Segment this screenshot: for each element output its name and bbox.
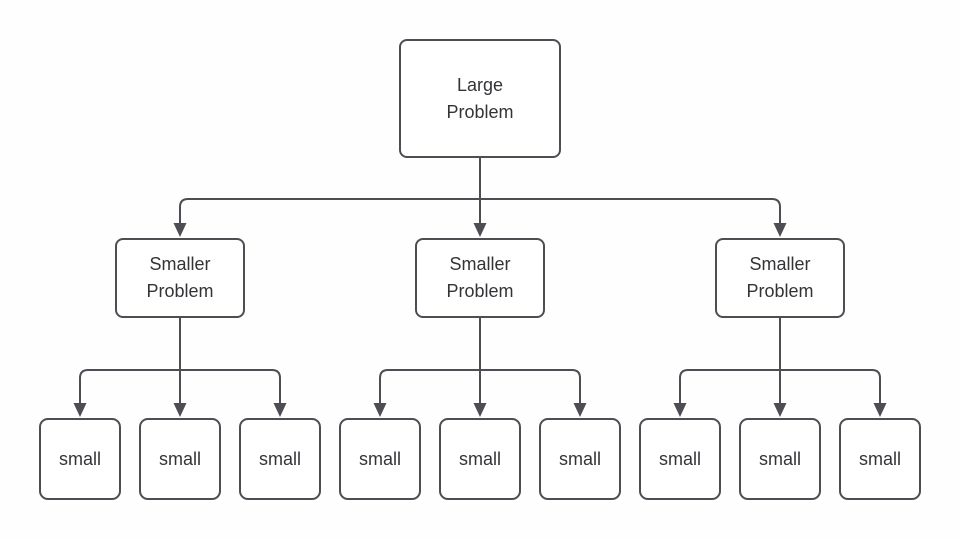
node-small-1[interactable]: small [39, 418, 121, 500]
connector-root-to-child-3 [479, 158, 781, 224]
node-small-3[interactable]: small [239, 418, 321, 500]
connector-arrowhead [573, 403, 587, 417]
connector-child-1-to-leaf-1 [79, 318, 181, 404]
node-large-problem[interactable]: Large Problem [399, 39, 561, 158]
node-smaller-problem-3[interactable]: Smaller Problem [715, 238, 845, 318]
connector-arrowhead [373, 403, 387, 417]
node-small-9[interactable]: small [839, 418, 921, 500]
connector-arrowhead [473, 403, 487, 417]
connector-arrowhead [73, 403, 87, 417]
node-label: Large Problem [446, 74, 514, 122]
node-label: small [858, 448, 901, 469]
node-label: small [58, 448, 101, 469]
connector-child-2-to-leaf-4 [379, 318, 481, 404]
node-label: small [458, 448, 501, 469]
node-label: Smaller Problem [146, 254, 214, 301]
node-label: Smaller Problem [746, 254, 814, 301]
connector-child-3-to-leaf-7 [679, 318, 781, 404]
node-label: small [358, 448, 401, 469]
node-smaller-problem-1[interactable]: Smaller Problem [115, 238, 245, 318]
connector-child-2-to-leaf-6 [479, 318, 581, 404]
node-small-5[interactable]: small [439, 418, 521, 500]
node-small-2[interactable]: small [139, 418, 221, 500]
node-label: Smaller Problem [446, 254, 514, 301]
connector-arrowhead [773, 223, 787, 237]
connector-child-1-to-leaf-3 [179, 318, 281, 404]
node-label: small [558, 448, 601, 469]
node-label: small [658, 448, 701, 469]
connector-arrowhead [473, 223, 487, 237]
connector-arrowhead [673, 403, 687, 417]
node-smaller-problem-2[interactable]: Smaller Problem [415, 238, 545, 318]
node-label: small [158, 448, 201, 469]
node-label: small [758, 448, 801, 469]
connector-arrowhead [173, 223, 187, 237]
connector-arrowhead [873, 403, 887, 417]
connector-root-to-child-1 [179, 158, 481, 224]
node-small-4[interactable]: small [339, 418, 421, 500]
connector-arrowhead [273, 403, 287, 417]
connector-child-3-to-leaf-9 [779, 318, 881, 404]
connector-arrowhead [773, 403, 787, 417]
node-small-7[interactable]: small [639, 418, 721, 500]
node-label: small [258, 448, 301, 469]
node-small-6[interactable]: small [539, 418, 621, 500]
node-small-8[interactable]: small [739, 418, 821, 500]
connector-arrowhead [173, 403, 187, 417]
